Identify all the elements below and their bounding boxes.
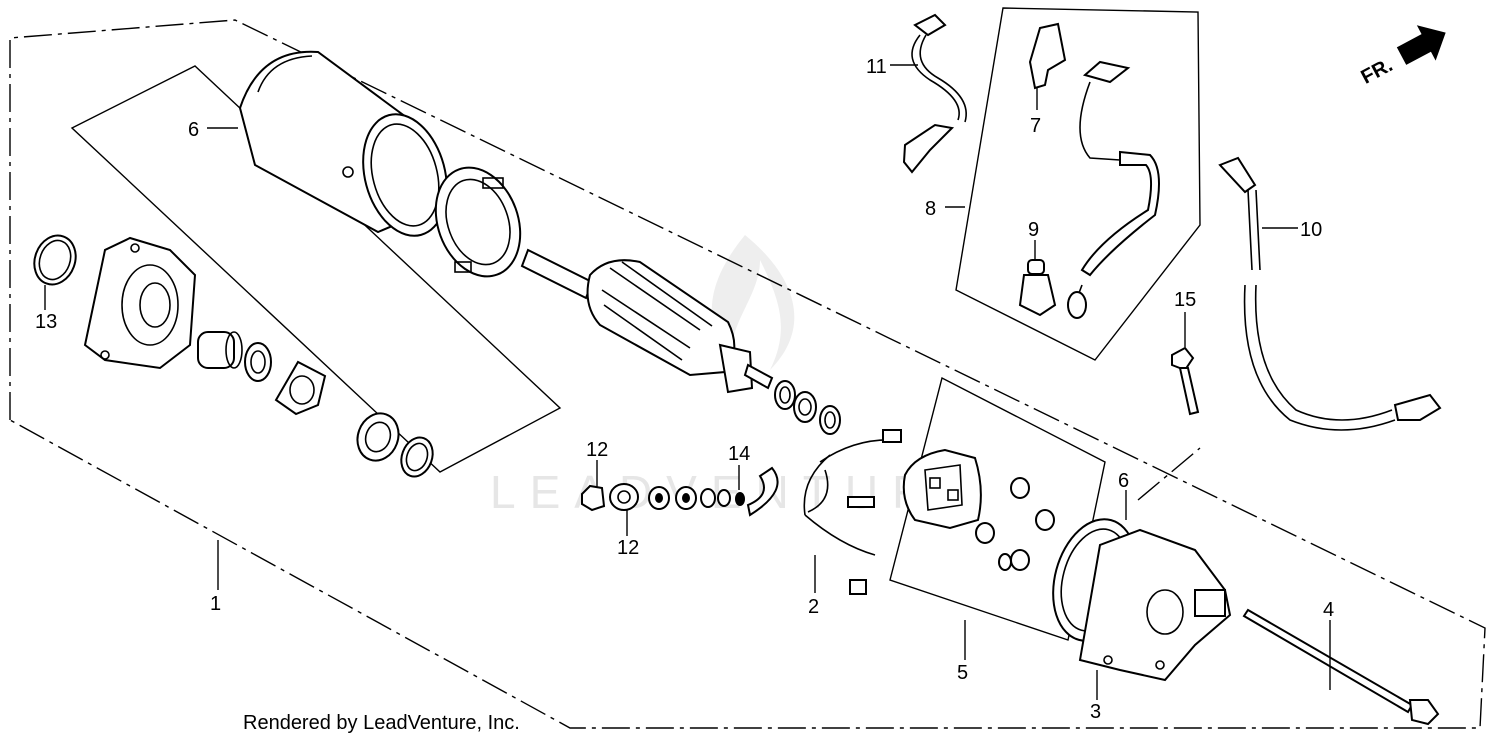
callout-4: 4 [1323,599,1334,621]
callout-7: 7 [1030,115,1041,137]
part-5-brush-holder [902,448,1055,571]
part-starter-cable [1067,60,1160,319]
part-armature [520,248,774,394]
part-front-cover [83,236,197,370]
credit-text: Rendered by LeadVenture, Inc. [243,712,520,734]
callout-12-bottom: 12 [617,537,639,559]
callout-13: 13 [35,311,57,333]
part-needle-bearing [197,331,243,369]
part-2-brush-plate [803,429,902,595]
callout-8: 8 [925,198,936,220]
callout-1: 1 [210,593,221,615]
callout-9: 9 [1028,219,1039,241]
part-10-cable [1218,156,1442,431]
leader-lines [44,64,1331,700]
frame-subassembly-6 [70,65,562,473]
frame-subassembly-8 [955,7,1201,361]
direction-arrow: FR. [1358,25,1446,89]
part-seal [244,342,272,382]
callout-14: 14 [728,443,750,465]
direction-label: FR. [1358,54,1397,89]
watermark-text: LEADVENTURE [490,466,984,518]
frame-assembly-1 [9,19,1486,729]
callout-12-top: 12 [586,439,608,461]
callout-11: 11 [866,56,887,78]
part-9-boot [1018,259,1057,317]
part-shaft-washers [774,380,841,435]
part-thrust-washers [356,412,434,478]
callout-15: 15 [1174,289,1196,311]
callout-10: 10 [1300,219,1322,241]
frame-subassembly-3 [1137,447,1201,501]
callout-5: 5 [957,662,968,684]
part-11-wire [902,13,967,174]
callouts: 1 2 3 4 5 6 6 7 8 9 10 11 12 12 13 14 15 [35,56,1334,723]
callout-6-gasket: 6 [1118,470,1129,492]
part-4-through-bolt [1242,608,1440,726]
part-14-insulator [746,466,779,517]
arrow-right-icon [1396,25,1446,65]
part-3-rear-cover [1078,528,1232,682]
part-15-bolt [1171,346,1200,416]
part-lock-washer [274,360,327,416]
callout-3: 3 [1090,701,1101,723]
part-12-terminal-nuts [581,483,745,512]
callout-2: 2 [808,596,819,618]
frame-subassembly-5 [889,376,1106,641]
callout-6-case: 6 [188,119,199,141]
part-6-motor-case [238,50,448,237]
part-7-terminal-cap [1028,22,1067,90]
part-brush-ring [434,166,522,278]
part-13-o-ring [33,234,77,286]
